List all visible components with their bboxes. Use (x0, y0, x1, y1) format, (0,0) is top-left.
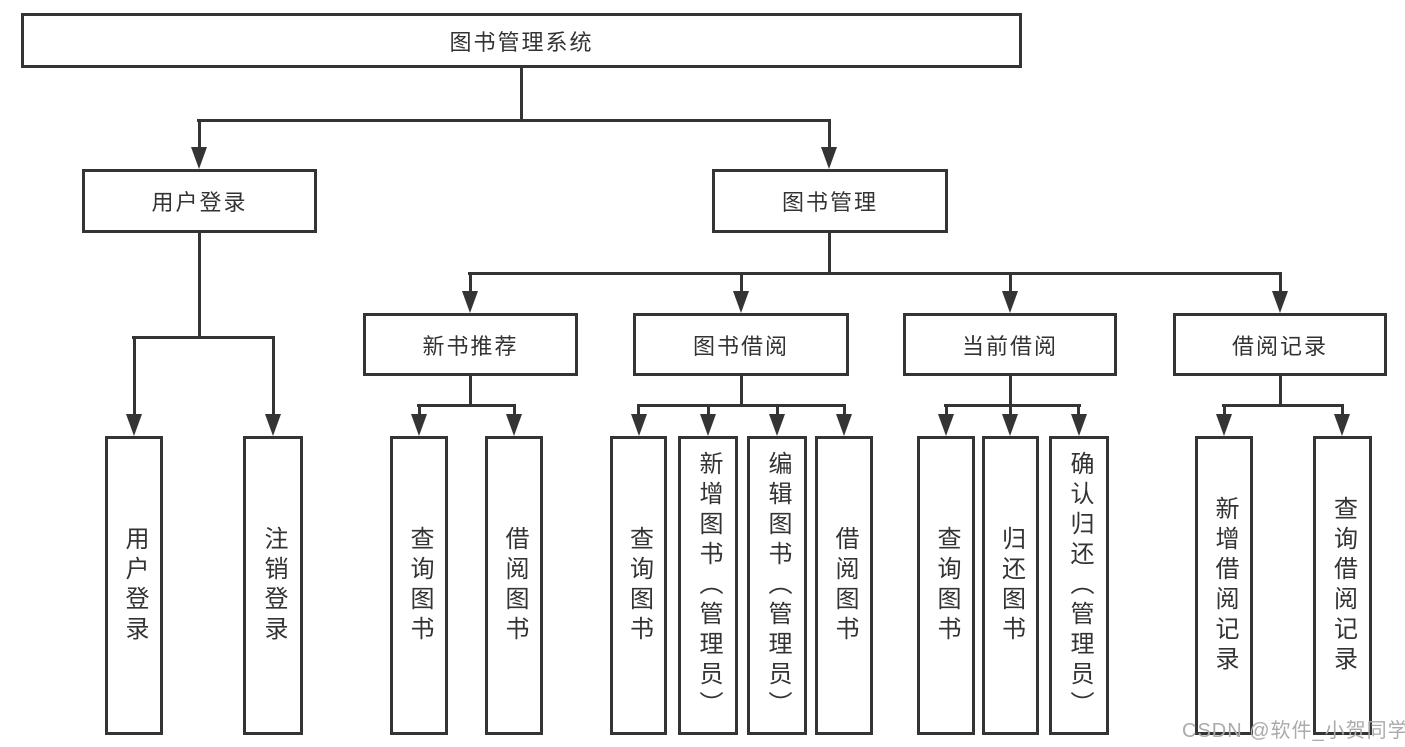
leaf-cb-return-books: 归还图书 (982, 436, 1039, 735)
connector-line (468, 272, 1282, 275)
leaf-bb-edit-books-admin: 编辑图书（管理员） (747, 436, 807, 735)
arrow-down-icon (700, 414, 716, 436)
connector-line (1279, 272, 1282, 294)
arrow-down-icon (411, 414, 427, 436)
connector-line (1009, 404, 1012, 418)
connector-line (469, 272, 472, 294)
arrow-down-icon (1002, 414, 1018, 436)
connector-line (1009, 272, 1012, 294)
leaf-logout: 注销登录 (243, 436, 303, 735)
node-book-borrowing: 图书借阅 (633, 313, 849, 376)
leaf-bb-query-books: 查询图书 (610, 436, 667, 735)
connector-line (740, 375, 743, 407)
connector-line (418, 404, 421, 418)
arrow-down-icon (938, 414, 954, 436)
leaf-nb-borrow-books: 借阅图书 (485, 436, 543, 735)
arrow-down-icon (821, 147, 837, 169)
arrow-down-icon (836, 414, 852, 436)
connector-line (520, 68, 523, 122)
node-root: 图书管理系统 (21, 13, 1022, 68)
arrow-down-icon (462, 291, 478, 313)
csdn-watermark: CSDN @软件_小贺同学 (1182, 720, 1405, 742)
connector-line (637, 404, 846, 407)
connector-line (1009, 375, 1012, 407)
arrow-down-icon (265, 414, 281, 436)
leaf-user-login: 用户登录 (105, 436, 163, 735)
connector-line (198, 233, 201, 339)
connector-line (843, 404, 846, 418)
arrow-down-icon (191, 147, 207, 169)
connector-line (198, 119, 201, 151)
arrow-down-icon (733, 291, 749, 313)
connector-line (637, 404, 640, 418)
arrow-down-icon (769, 414, 785, 436)
arrow-down-icon (1272, 291, 1288, 313)
connector-line (132, 336, 275, 339)
node-new-book-recommend: 新书推荐 (363, 313, 578, 376)
leaf-nb-query-books: 查询图书 (390, 436, 448, 735)
arrow-down-icon (631, 414, 647, 436)
connector-line (828, 119, 831, 151)
connector-line (944, 404, 1081, 407)
connector-line (272, 336, 275, 418)
connector-line (417, 404, 516, 407)
arrow-down-icon (1334, 414, 1350, 436)
connector-line (133, 336, 136, 418)
leaf-br-query-record: 查询借阅记录 (1313, 436, 1372, 735)
leaf-cb-query-books: 查询图书 (917, 436, 975, 735)
node-current-borrowing: 当前借阅 (903, 313, 1117, 376)
arrow-down-icon (1002, 291, 1018, 313)
connector-line (1077, 404, 1080, 418)
leaf-br-add-record: 新增借阅记录 (1195, 436, 1253, 735)
connector-line (828, 233, 831, 275)
arrow-down-icon (126, 414, 142, 436)
connector-line (1279, 375, 1282, 407)
connector-line (513, 404, 516, 418)
node-borrowing-records: 借阅记录 (1173, 313, 1387, 376)
leaf-cb-confirm-return-admin: 确认归还（管理员） (1049, 436, 1109, 735)
arrow-down-icon (1071, 414, 1087, 436)
connector-line (1223, 404, 1226, 418)
node-book-management: 图书管理 (712, 169, 948, 233)
connector-line (1222, 404, 1344, 407)
connector-line (740, 272, 743, 294)
leaf-bb-add-books-admin: 新增图书（管理员） (678, 436, 738, 735)
arrow-down-icon (506, 414, 522, 436)
connector-line (945, 404, 948, 418)
leaf-bb-borrow-books: 借阅图书 (815, 436, 873, 735)
connector-line (197, 119, 831, 122)
connector-line (469, 375, 472, 407)
connector-line (776, 404, 779, 418)
connector-line (707, 404, 710, 418)
arrow-down-icon (1216, 414, 1232, 436)
node-user-login: 用户登录 (82, 169, 317, 233)
connector-line (1341, 404, 1344, 418)
